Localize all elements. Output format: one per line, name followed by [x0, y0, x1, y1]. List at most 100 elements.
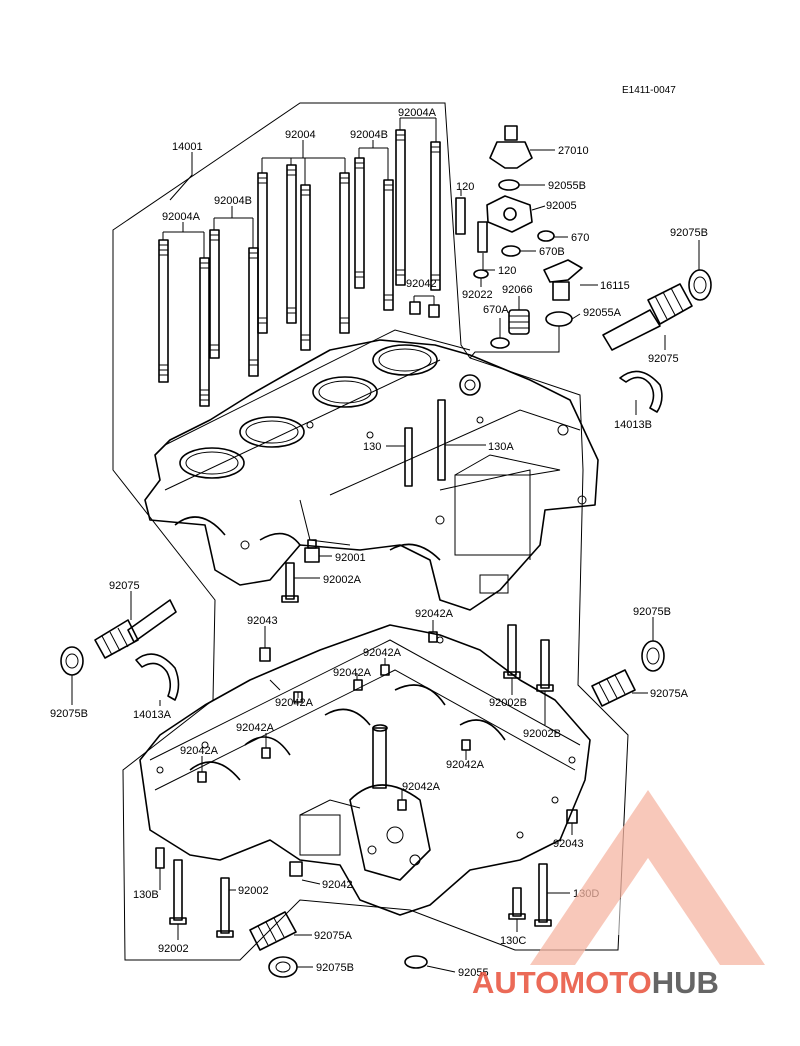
stud-92004b-1 [209, 229, 220, 359]
callout-92042a: 92042A [180, 745, 219, 757]
callout-92004b: 92004B [214, 195, 252, 207]
washer-92022 [473, 269, 489, 279]
seal-92075b-bottom [268, 956, 298, 978]
half-ring-14013a [135, 653, 180, 701]
shaft-92075-left [94, 599, 177, 659]
callout-92055b: 92055B [548, 180, 586, 192]
callout-120: 120 [456, 181, 474, 193]
watermark-text-part1: AUTOMOTO [472, 965, 652, 1000]
o-ring-670b [501, 245, 521, 257]
leader-lines [71, 117, 700, 973]
callout-92001: 92001 [335, 552, 366, 564]
callout-92002a: 92002A [323, 574, 362, 586]
callout-92043: 92043 [247, 615, 278, 627]
callout-92004a: 92004A [398, 107, 437, 119]
callout-130a: 130A [488, 441, 514, 453]
callout-14013b: 14013B [614, 419, 652, 431]
oil-fitting-92005 [486, 195, 533, 233]
callout-92055a: 92055A [583, 307, 622, 319]
callout-120: 120 [498, 265, 516, 277]
callout-92075: 92075 [648, 353, 679, 365]
callout-92042a: 92042A [402, 781, 441, 793]
callout-130c: 130C [500, 935, 526, 947]
half-ring-14013b [619, 370, 663, 413]
stud-92004a-1 [158, 239, 169, 383]
stud-92004-1 [257, 172, 268, 334]
oil-pressure-switch [489, 125, 533, 169]
o-ring-670a [490, 337, 510, 349]
callout-92043: 92043 [553, 838, 584, 850]
oil-filler-plug [543, 259, 583, 301]
o-ring-92055b [498, 179, 520, 191]
callout-92075: 92075 [109, 580, 140, 592]
callout-92002b: 92002B [489, 697, 527, 709]
callout-92075b: 92075B [670, 227, 708, 239]
callout-130b: 130B [133, 889, 159, 901]
o-ring-92055a [545, 311, 573, 327]
callout-92042a: 92042A [446, 759, 485, 771]
watermark-triangle-inner-icon [596, 858, 700, 935]
callout-92042a: 92042A [275, 697, 314, 709]
callout-92005: 92005 [546, 200, 577, 212]
callout-92075a: 92075A [650, 688, 689, 700]
callout-92042a: 92042A [363, 647, 402, 659]
callout-92042: 92042 [406, 278, 437, 290]
bolt-92002a [281, 562, 299, 603]
seal-92075b-right [641, 640, 665, 672]
bolts-lower-left [155, 847, 234, 938]
callout-130: 130 [363, 441, 381, 453]
dowel-92042-bottom [289, 861, 303, 877]
o-ring-670 [537, 230, 555, 242]
diagram-code: E1411-0047 [622, 85, 676, 96]
callout-92022: 92022 [462, 289, 493, 301]
stud-threads [159, 134, 440, 401]
callout-92042a: 92042A [333, 667, 372, 679]
callout-670: 670 [571, 232, 589, 244]
upper-crankcase [144, 329, 599, 611]
seal-92075b-top [688, 269, 712, 301]
callout-670b: 670B [539, 246, 565, 258]
callout-27010: 27010 [558, 145, 589, 157]
seal-92075b-left [60, 646, 84, 676]
callout-92075a: 92075A [314, 930, 353, 942]
stud-92004a-2 [199, 257, 210, 407]
callout-14001: 14001 [172, 141, 203, 153]
callout-92042a: 92042A [415, 608, 454, 620]
watermark-text-part2: HUB [652, 965, 719, 1000]
stud-92004b-2 [248, 247, 259, 377]
callout-92055: 92055 [458, 967, 489, 979]
o-ring-92055 [404, 955, 428, 969]
callout-92075b: 92075B [316, 962, 354, 974]
dowel-92043-left [259, 647, 271, 662]
stud-92004a-3 [395, 129, 406, 286]
stud-92004-2 [286, 164, 297, 324]
callout-92004b: 92004B [350, 129, 388, 141]
bolts-92002b [503, 624, 554, 692]
callout-92042: 92042 [322, 879, 353, 891]
watermark-triangle-icon [530, 790, 765, 965]
bolts-lower-right [508, 863, 552, 927]
shaft-92075-top [602, 283, 693, 351]
stud-92004b-4 [383, 179, 394, 311]
callout-14013a: 14013A [133, 709, 172, 721]
callout-92002: 92002 [158, 943, 189, 955]
callout-92075b: 92075B [50, 708, 88, 720]
callout-92004a: 92004A [162, 211, 201, 223]
plug-92001 [304, 539, 320, 563]
callout-92002b: 92002B [523, 728, 561, 740]
callout-92042a: 92042A [236, 722, 275, 734]
plug-92066 [508, 309, 530, 335]
small-bolts-120 [455, 197, 488, 253]
callout-92066: 92066 [502, 284, 533, 296]
stud-92004-3 [300, 184, 311, 351]
watermark-logo: AUTOMOTOHUB [472, 790, 765, 1000]
lower-crankcase [139, 624, 591, 916]
stud-92004-4 [339, 172, 350, 334]
callout-92075b: 92075B [633, 606, 671, 618]
dowel-pins-92042-top [409, 301, 440, 318]
callout-92004: 92004 [285, 129, 316, 141]
shaft-92075a-bottom [249, 911, 297, 951]
callout-labels: 14001 92004A 92004 92004B 92004B 92004A … [50, 107, 708, 979]
callout-670a: 670A [483, 304, 509, 316]
